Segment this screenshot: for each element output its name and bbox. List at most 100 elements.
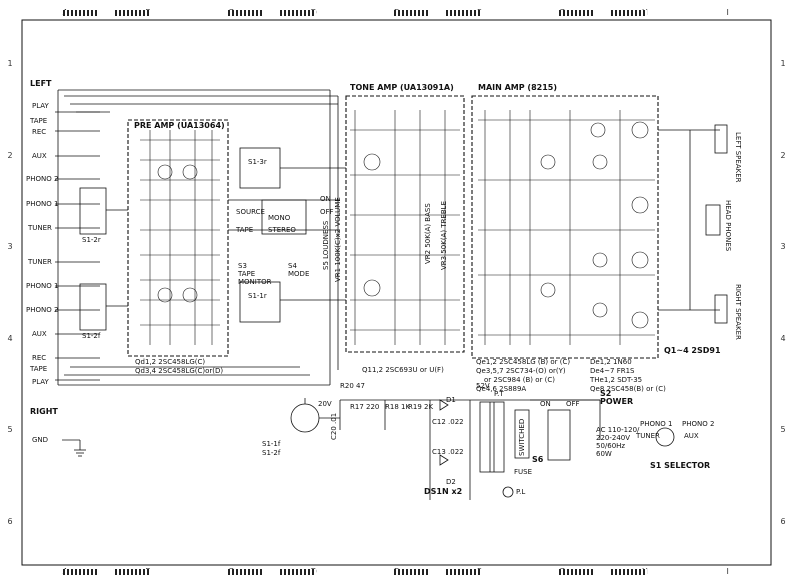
switch-s3-tape-monitor: S3 TAPE MONITOR: [238, 262, 272, 286]
label-r20: R20 47: [340, 382, 365, 390]
grid-row-2: 2: [7, 150, 13, 160]
grid-col-b: B: [107, 8, 190, 18]
note-diode-1: De1,2 1N60: [590, 358, 632, 366]
grid-ruler-left: 1 2 3 4 5 6: [4, 18, 16, 567]
grid-row-6-right: 6: [780, 516, 786, 526]
tone-amp-box: [345, 95, 465, 353]
jack-tape-right: TAPE: [30, 365, 48, 373]
jack-phono1-right: PHONO 1: [26, 282, 59, 290]
grid-col-h: H: [603, 8, 686, 18]
grid-col-g: G: [521, 8, 604, 18]
pre-amp-title: PRE AMP (UA13064): [134, 121, 225, 130]
label-s1-selector: S1 SELECTOR: [650, 461, 711, 470]
grid-col-i-bottom: I: [726, 567, 729, 576]
switch-s1-1r: S1-1r: [248, 292, 267, 300]
grid-row-3-right: 3: [780, 242, 786, 252]
jack-aux-left: AUX: [32, 152, 47, 160]
grid-ruler-top: A B C D E F G H I: [24, 8, 769, 18]
grid-ruler-right: 1 2 3 4 5 6: [777, 18, 789, 567]
jack-phono2-right: PHONO 2: [26, 306, 59, 314]
label-r18: R18 1K: [385, 403, 411, 411]
grid-col-c-bottom: C: [190, 567, 273, 577]
grid-col-e: E: [355, 8, 438, 18]
jack-tape-left: TAPE: [30, 117, 48, 125]
grid-col-b-bottom: B: [107, 567, 190, 577]
label-switched: SWITCHED: [518, 418, 526, 456]
grid-col-f: F: [438, 8, 521, 18]
label-r19: R19 2K: [408, 403, 434, 411]
selector-tuner: TUNER: [636, 432, 660, 440]
note-diode-2: De4~7 FR1S: [590, 367, 635, 375]
grid-row-5: 5: [7, 425, 13, 435]
label-mono: MONO: [268, 214, 291, 222]
note-diode-3: THe1,2 SDT-35: [590, 376, 643, 384]
label-stereo: STEREO: [268, 226, 296, 234]
note-main-2: Qe3,5,7 2SC734-(O) or(Y): [476, 367, 566, 375]
label-c20: C20 .01: [330, 412, 338, 440]
label-pl: P.L: [516, 488, 526, 496]
label-d1: D1: [446, 396, 456, 404]
label-c12: C12 .022: [432, 418, 464, 426]
label-s1-1f: S1-1f: [262, 440, 281, 448]
label-on-power: ON: [540, 400, 551, 408]
jack-tuner-left: TUNER: [28, 224, 52, 232]
label-source: SOURCE: [236, 208, 265, 216]
label-left-channel: LEFT: [30, 79, 52, 88]
grid-col-e-bottom: E: [355, 567, 438, 577]
main-amp-box: [471, 95, 659, 359]
pot-vr3-treble: VR3 50K(A) TREBLE: [440, 201, 448, 270]
label-off-power: OFF: [566, 400, 580, 408]
grid-row-1-right: 1: [780, 59, 786, 69]
jack-phono1-left: PHONO 1: [26, 200, 59, 208]
jack-rec-left: REC: [32, 128, 47, 136]
label-pt: P.T: [494, 390, 504, 398]
label-right-speaker: RIGHT SPEAKER: [734, 284, 742, 340]
switch-s2-power: S2 POWER: [600, 389, 634, 406]
grid-row-2-right: 2: [780, 150, 786, 160]
label-head-phones: HEAD PHONES: [724, 200, 732, 252]
note-output: Q1~4 2SD91: [664, 346, 721, 355]
label-d2: D2: [446, 478, 456, 486]
selector-phono2: PHONO 2: [682, 420, 715, 428]
label-c13: C13 .022: [432, 448, 464, 456]
note-main-1: Qe1,2 2SC458LG (B) or (C): [476, 358, 571, 366]
selector-aux: AUX: [684, 432, 699, 440]
label-20v: 20V: [318, 400, 332, 408]
jack-aux-right: AUX: [32, 330, 47, 338]
grid-col-a: A: [24, 8, 107, 18]
switch-s4-mode: S4 MODE: [288, 262, 310, 278]
grid-col-d-bottom: D: [272, 567, 355, 577]
grid-ruler-bottom: A B C D E F G H I: [24, 567, 769, 577]
switch-s1-2f: S1-2f: [82, 332, 101, 340]
label-52v: 52V: [476, 382, 490, 390]
jack-play-left: PLAY: [32, 102, 49, 110]
main-amp-title: MAIN AMP (8215): [478, 83, 557, 92]
grid-col-g-bottom: G: [521, 567, 604, 577]
note-main-3: or 2SC984 (B) or (C): [484, 376, 555, 384]
grid-col-f-bottom: F: [438, 567, 521, 577]
grid-row-3: 3: [7, 242, 13, 252]
note-pre-2: Qd3,4 2SC458LG(C)or(D): [135, 367, 224, 375]
jack-play-right: PLAY: [32, 378, 49, 386]
grid-col-c: C: [190, 8, 273, 18]
switch-s1-2r: S1-2r: [82, 236, 101, 244]
label-off: OFF: [320, 208, 334, 216]
label-fuse: FUSE: [514, 468, 533, 476]
selector-phono1: PHONO 1: [640, 420, 673, 428]
grid-col-a-bottom: A: [24, 567, 107, 577]
label-rating: AC 110-120/ 220-240V 50/60Hz 60W: [596, 426, 640, 458]
jack-phono2-left: PHONO 2: [26, 175, 59, 183]
tone-amp-title: TONE AMP (UA13091A): [350, 83, 454, 92]
pot-vr1-volume: VR1 100K(C)x2 VOLUME: [334, 197, 342, 282]
note-diode-4: Qe8 2SC458(B) or (C): [590, 385, 666, 393]
note-tone-1: Q11,2 2SC693U or U(F): [362, 366, 444, 374]
label-tape: TAPE: [236, 226, 254, 234]
switch-s5-loudness: S5 LOUDNESS: [322, 220, 330, 270]
pot-vr2-bass: VR2 50K(A) BASS: [424, 203, 432, 264]
grid-row-4: 4: [7, 333, 13, 343]
note-main-4: Qe4,6 2S889A: [476, 385, 527, 393]
grid-col-i: I: [726, 8, 729, 17]
grid-row-1: 1: [7, 59, 13, 69]
